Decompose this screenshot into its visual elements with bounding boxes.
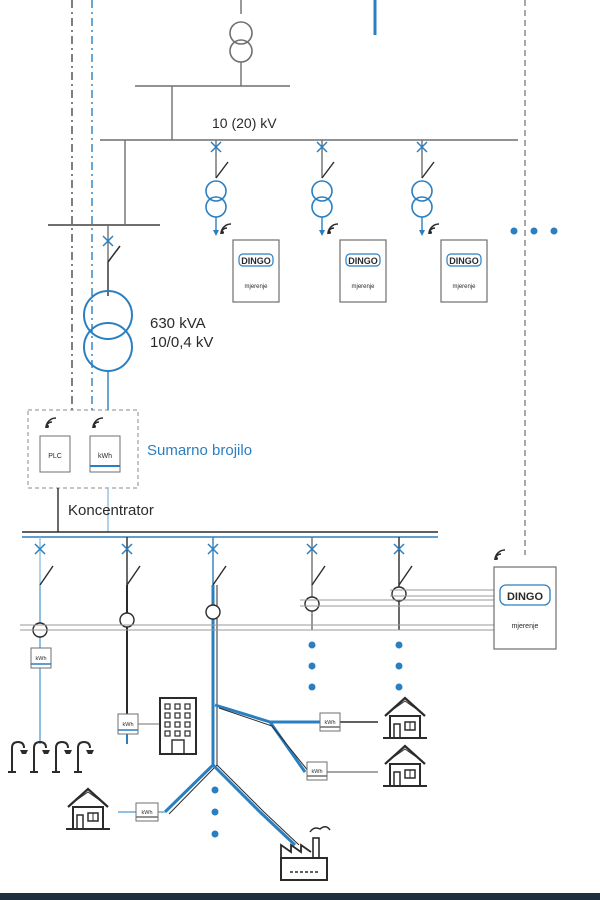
dingo-brand-main: DINGO [507, 591, 544, 603]
transformer-ratio: 10/0,4 kV [150, 334, 213, 351]
kwh-meter: kWh [30, 647, 52, 669]
kwh-label: kWh [36, 656, 47, 662]
lv-feeder [207, 537, 227, 586]
kwh-label: kWh [312, 769, 323, 775]
mv-feeders: DINGO mjerenje DINGO mjerenje DINGO mjerenje [205, 140, 488, 303]
bottom-bar [0, 893, 600, 900]
kwh-meter: kWh [306, 761, 328, 781]
dingo-caption: mjerenje [244, 284, 268, 290]
switch-icon [102, 235, 121, 263]
dingo-meter [440, 239, 488, 303]
measurement-wires [20, 589, 500, 631]
kwh-meter: kWh [117, 713, 139, 735]
dingo-meter-main: DINGO mjerenje [493, 549, 557, 650]
lv-feeder [121, 537, 141, 586]
lv-feeder [34, 537, 54, 586]
kwh-label: kWh [123, 722, 134, 728]
plc-label: PLC [48, 453, 62, 460]
street-lamp-icon [7, 741, 95, 773]
dingo-brand: DINGO [449, 256, 479, 266]
dingo-meter [232, 239, 280, 303]
kwh-meter: kWh [135, 802, 159, 822]
summary-meter-kwh: kWh [98, 453, 112, 460]
current-transformer-icon [205, 604, 221, 620]
current-transformer-icon [119, 612, 135, 628]
current-transformer-icon [304, 596, 320, 612]
kwh-meter: kWh [319, 712, 341, 732]
dingo-brand: DINGO [348, 256, 378, 266]
current-transformer-icon [205, 180, 227, 202]
feeder-dots [211, 641, 403, 838]
wireless-signal-icon [327, 223, 339, 235]
mv-bus-label: 10 (20) kV [212, 115, 277, 131]
dingo-caption-main: mjerenje [512, 623, 539, 630]
factory-icon [280, 826, 331, 881]
building-icon [159, 697, 197, 755]
lv-feeder [393, 537, 413, 586]
lv-meters: kWh kWh kWh kWh kWh [30, 647, 341, 822]
wireless-signal-icon [428, 223, 440, 235]
dingo-caption: mjerenje [351, 284, 375, 290]
wireless-signal-icon [220, 223, 232, 235]
dingo-meter [339, 239, 387, 303]
lv-feeder [306, 537, 326, 586]
current-transformer-icon [391, 586, 407, 602]
transformer-rating: 630 kVA [150, 315, 206, 332]
summary-meter-label: Sumarno brojilo [147, 442, 252, 459]
concentrator-box [27, 409, 139, 489]
transformer-icon [83, 290, 133, 372]
current-transformer-icon [411, 180, 433, 202]
top-transformer [229, 0, 377, 86]
mv-feeder: DINGO mjerenje [205, 140, 280, 303]
concentrator-label: Koncentrator [68, 502, 154, 519]
kwh-label: kWh [142, 810, 153, 816]
plc-device [39, 435, 71, 473]
continuation-dots [510, 227, 558, 235]
lv-feeders [32, 537, 413, 847]
current-transformer-icon [311, 180, 333, 202]
kwh-label: kWh [325, 720, 336, 726]
dingo-brand: DINGO [241, 256, 271, 266]
mv-feeder: DINGO mjerenje [411, 140, 488, 303]
mv-feeder: DINGO mjerenje [311, 140, 387, 303]
dingo-caption: mjerenje [452, 284, 476, 290]
